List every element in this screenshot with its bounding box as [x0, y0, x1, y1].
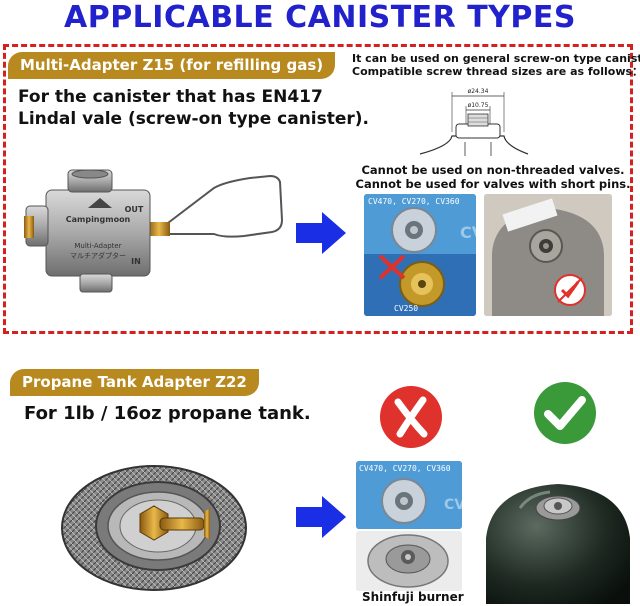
cross-mark-line	[378, 254, 406, 280]
shinfuji-burner-photo	[356, 531, 462, 591]
adapter-out: OUT	[125, 205, 144, 214]
canister-valve-photo: CV CV470, CV270, CV360 CV250	[364, 194, 476, 316]
adapter-model: Multi-Adapter	[74, 242, 121, 250]
propane-adapter-label: Propane Tank Adapter Z22	[10, 369, 259, 396]
dim-outer: ø24.34	[468, 88, 489, 95]
compatible-note-line2: Compatible screw thread sizes are as fol…	[352, 65, 640, 78]
compatible-note-line1: It can be used on general screw-on type …	[352, 52, 640, 65]
adapter-brand: Campingmoon	[66, 215, 131, 224]
canister-models-label-2: CV470, CV270, CV360	[359, 464, 451, 473]
arrow-right-icon	[296, 496, 346, 538]
svg-text:CV: CV	[460, 223, 476, 242]
propane-adapter-photo	[61, 465, 247, 591]
cv-canister-illustration: CV	[356, 461, 462, 529]
canister-models-label: CV470, CV270, CV360	[368, 197, 460, 206]
multi-adapter-description-line2: Lindal vale (screw-on type canister).	[18, 109, 370, 129]
propane-description: For 1lb / 16oz propane tank.	[24, 403, 311, 424]
propane-tank-photo	[486, 484, 630, 604]
multi-adapter-description-line1: For the canister that has EN417	[18, 87, 323, 107]
arrow-right-icon	[296, 212, 346, 254]
svg-text:CV: CV	[444, 497, 462, 513]
shinfuji-burner-caption: Shinfuji burner	[362, 590, 464, 604]
canister-valve-illustration: CV	[364, 194, 476, 316]
section-multi-adapter-frame	[3, 44, 633, 334]
dim-inner: ø10.75	[468, 102, 489, 109]
canister-bad-label: CV250	[394, 304, 419, 313]
multi-adapter-label: Multi-Adapter Z15 (for refilling gas)	[8, 52, 336, 79]
short-pin-canister-illustration	[484, 194, 612, 316]
page-title: APPLICABLE CANISTER TYPES	[63, 0, 576, 35]
adapter-in: IN	[131, 257, 141, 266]
multi-adapter-photo: Campingmoon Multi-Adapter マルチアダプター OUT I…	[24, 169, 284, 293]
shinfuji-burner-illustration	[356, 531, 462, 591]
warning-line1: Cannot be used on non-threaded valves.	[361, 163, 625, 177]
cross-icon	[380, 386, 442, 448]
short-pin-canister-photo	[484, 194, 612, 316]
thread-size-diagram: ø24.34 ø10.75	[419, 88, 529, 156]
cv-canister-photo: CV CV470, CV270, CV360	[356, 461, 462, 529]
adapter-jp: マルチアダプター	[70, 251, 126, 260]
check-icon	[534, 382, 596, 444]
warning-line2: Cannot be used for valves with short pin…	[355, 177, 631, 191]
